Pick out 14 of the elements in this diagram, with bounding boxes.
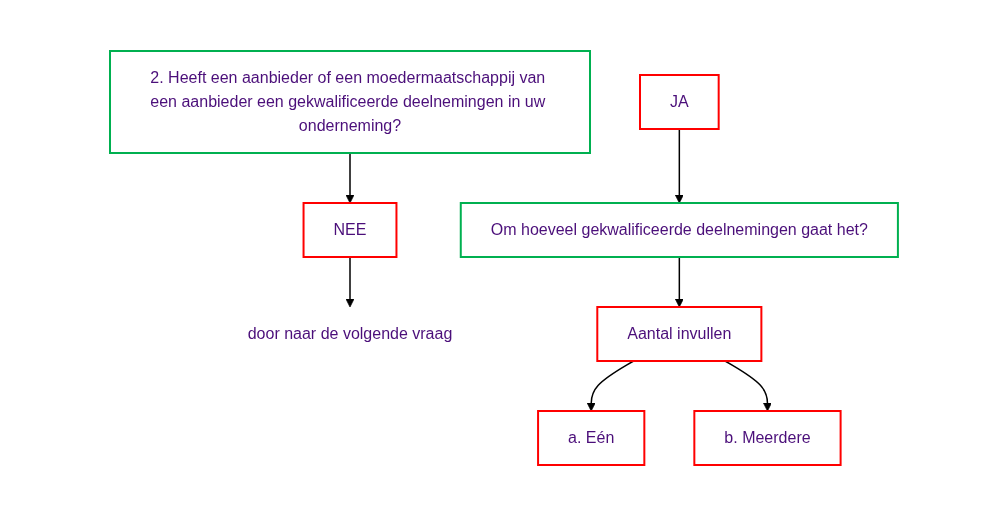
arrow	[724, 360, 772, 412]
node-box: NEE	[302, 202, 398, 258]
node-box: 2. Heeft een aanbieder of een moedermaatschappij van een aanbieder een gekwalificeerde deelnemingen in uw onderneming?	[109, 50, 592, 154]
node-box: b. Meerdere	[693, 410, 842, 466]
node-box: a. Eén	[537, 410, 646, 466]
node-text: door naar de volgende vraag	[247, 325, 453, 342]
arrow	[675, 256, 684, 308]
arrow	[345, 152, 355, 204]
arrow	[675, 128, 684, 204]
arrow	[586, 360, 635, 412]
node-box: JA	[639, 74, 720, 130]
node-box: Aantal invullen	[596, 306, 763, 362]
arrow	[345, 256, 355, 308]
node-box: Om hoeveel gekwalificeerde deelnemingen gaat het?	[459, 202, 899, 258]
